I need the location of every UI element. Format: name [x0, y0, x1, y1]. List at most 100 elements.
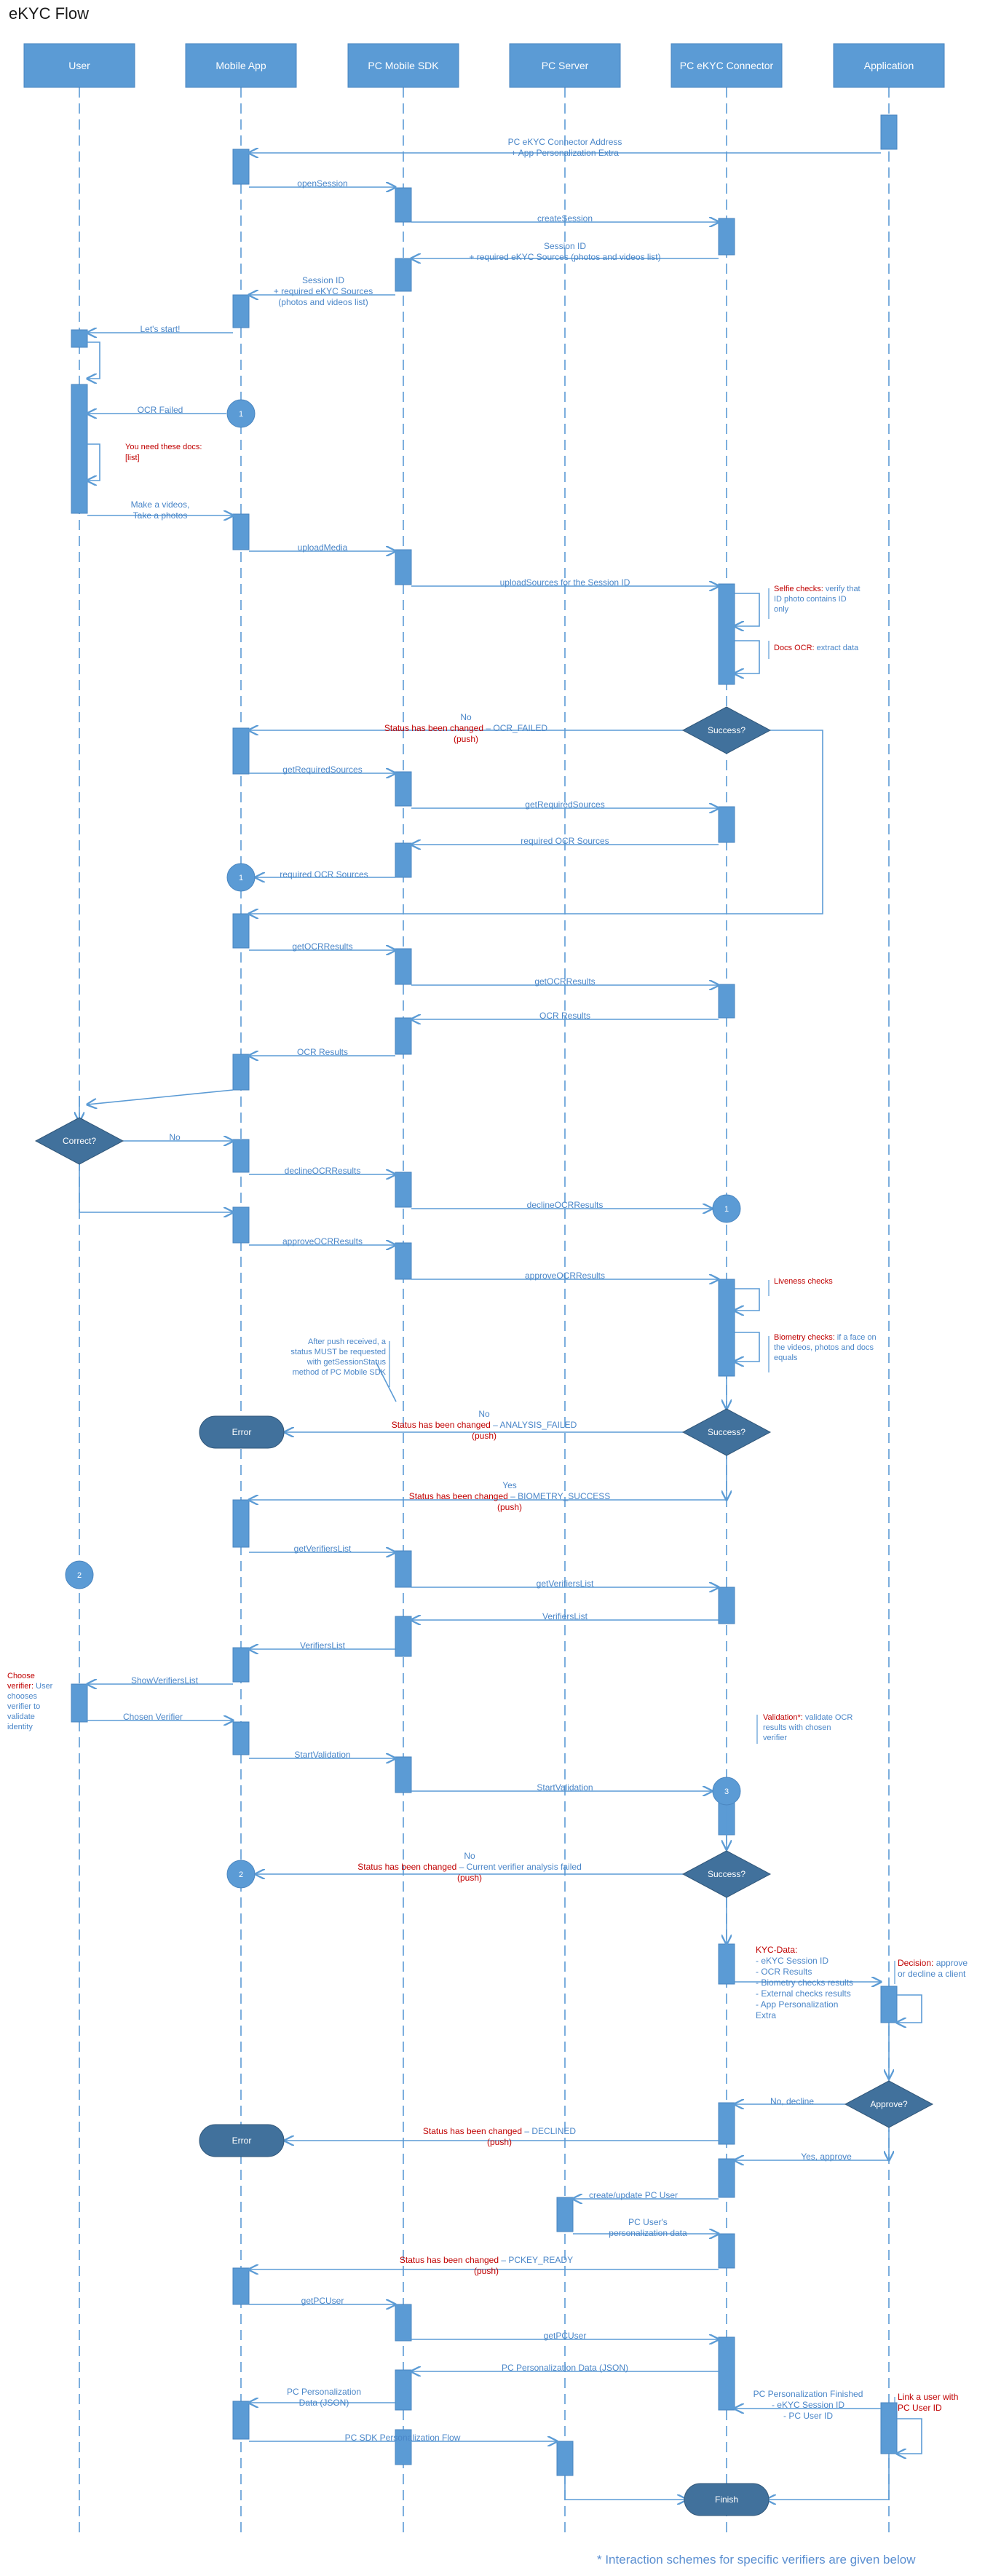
message-label-line: No — [169, 1132, 181, 1142]
connector-label: 1 — [239, 410, 243, 419]
activation-bar — [232, 1206, 250, 1244]
participant-label: Mobile App — [215, 60, 266, 71]
message-label: approveOCRResults — [525, 1271, 605, 1281]
activation-bar — [71, 329, 88, 348]
activation-bar — [232, 727, 250, 775]
activation-bar — [395, 1017, 412, 1055]
activation-bar — [395, 948, 412, 985]
activation-bar — [718, 806, 735, 843]
activation-bar — [395, 1756, 412, 1793]
activation-bar — [232, 2267, 250, 2305]
note-text-line: Validation*: validate OCR — [763, 1713, 853, 1722]
message-label-line: Status has been changed – Current verifi… — [357, 1862, 582, 1872]
activation-bar — [232, 1721, 250, 1755]
message-label: Yes, approve — [801, 2152, 852, 2162]
message-label-line: Let's start! — [141, 324, 181, 334]
message-label: PC Personalization Finished- eKYC Sessio… — [753, 2389, 863, 2421]
note-text-line: chooses — [7, 1692, 37, 1701]
self-call — [87, 341, 100, 379]
participant-pc-mobile-sdk — [347, 43, 459, 88]
note-text-line: - Biometry checks results — [756, 1978, 853, 1988]
note-text-line: You need these docs: — [125, 443, 202, 451]
participant-user — [23, 43, 135, 88]
connector-node — [65, 1560, 94, 1589]
note-text-line: Link a user with — [898, 2392, 958, 2402]
message-label: PC SDK Personalization Flow — [345, 2433, 461, 2443]
message-label-line: PC Personalization Finished — [753, 2389, 863, 2399]
message-label: StartValidation — [294, 1750, 350, 1760]
message-label-line: personalization data — [609, 2228, 687, 2238]
message-label-line: PC eKYC Connector Address — [508, 137, 622, 147]
activation-bar — [718, 2233, 735, 2269]
message-label-line: PC SDK Personalization Flow — [345, 2433, 461, 2443]
note-text-line: validate — [7, 1712, 35, 1721]
message-label-line: approveOCRResults — [525, 1271, 605, 1281]
message-label: Let's start! — [141, 324, 181, 334]
message-label-line: (photos and videos list) — [278, 297, 368, 307]
message-label: create/update PC User — [589, 2190, 678, 2200]
note-text-line: Selfie checks: verify that — [774, 585, 861, 593]
note-text: You need these docs:[list] — [125, 443, 202, 462]
message-label-line: getOCRResults — [292, 941, 352, 952]
decision-node — [844, 2080, 934, 2128]
footnote: * Interaction schemes for specific verif… — [597, 2553, 916, 2567]
connector-node — [226, 399, 256, 428]
activation-bar — [395, 1550, 412, 1588]
activation-bar — [556, 2197, 574, 2232]
message-label-line: Status has been changed – ANALYSIS_FAILE… — [392, 1420, 577, 1430]
message-label: PC Personalization Data (JSON) — [502, 2363, 628, 2373]
activation-bar — [718, 984, 735, 1019]
message-label-line: createSession — [537, 213, 593, 224]
message-label: getVerifiersList — [294, 1544, 352, 1554]
message-label-line: Status has been changed – PCKEY_READY — [400, 2255, 573, 2265]
activation-bar — [880, 1986, 898, 2023]
message-label-line: PC Personalization Data (JSON) — [502, 2363, 628, 2373]
message-label-line: (push) — [487, 2137, 512, 2147]
message-label-line: OCR Results — [539, 1011, 590, 1021]
message-label-line: required OCR Sources — [521, 836, 609, 846]
note-text-line: only — [774, 605, 789, 614]
message-label-line: + App Personalization Extra — [511, 148, 619, 158]
message-label: openSession — [297, 178, 347, 189]
note-text-line: equals — [774, 1354, 798, 1362]
note-text-line: with getSessionStatus — [306, 1358, 387, 1367]
message-label: required OCR Sources — [280, 869, 368, 880]
message-label: OCR Results — [539, 1011, 590, 1021]
note-text-line: method of PC Mobile SDK — [293, 1368, 387, 1377]
participant-pc-server — [509, 43, 621, 88]
flow-finish — [767, 2454, 890, 2500]
message-label-line: Status has been changed – DECLINED — [423, 2126, 576, 2136]
message-label-line: openSession — [297, 178, 347, 189]
activation-bar — [395, 771, 412, 807]
message-label-line: Yes, approve — [801, 2152, 852, 2162]
note-text-line: status MUST be requested — [290, 1348, 386, 1356]
note-text: Liveness checks — [774, 1277, 833, 1286]
decision-label: Success? — [708, 725, 745, 735]
self-call — [897, 2418, 922, 2454]
message-label-line: Status has been changed – OCR_FAILED — [384, 723, 547, 733]
message-label-line: No — [460, 712, 472, 722]
message-label-line: (push) — [454, 734, 478, 744]
activation-bar — [718, 2158, 735, 2198]
terminal-label: Finish — [715, 2494, 738, 2505]
message-label: No — [169, 1132, 181, 1142]
terminal-label: Error — [232, 1427, 252, 1437]
note-text-line: verifier to — [7, 1702, 40, 1711]
message-label-line: + required eKYC Sources — [274, 286, 373, 296]
activation-bar — [718, 2336, 735, 2411]
flow-yes-correct — [79, 1143, 233, 1212]
activation-bar — [395, 1616, 412, 1657]
diagram-title: eKYC Flow — [9, 4, 90, 23]
self-call — [735, 1288, 760, 1311]
note-text-line: KYC-Data: — [756, 1945, 797, 1955]
note-text-line: - OCR Results — [756, 1967, 812, 1977]
connector-node — [226, 1860, 256, 1889]
